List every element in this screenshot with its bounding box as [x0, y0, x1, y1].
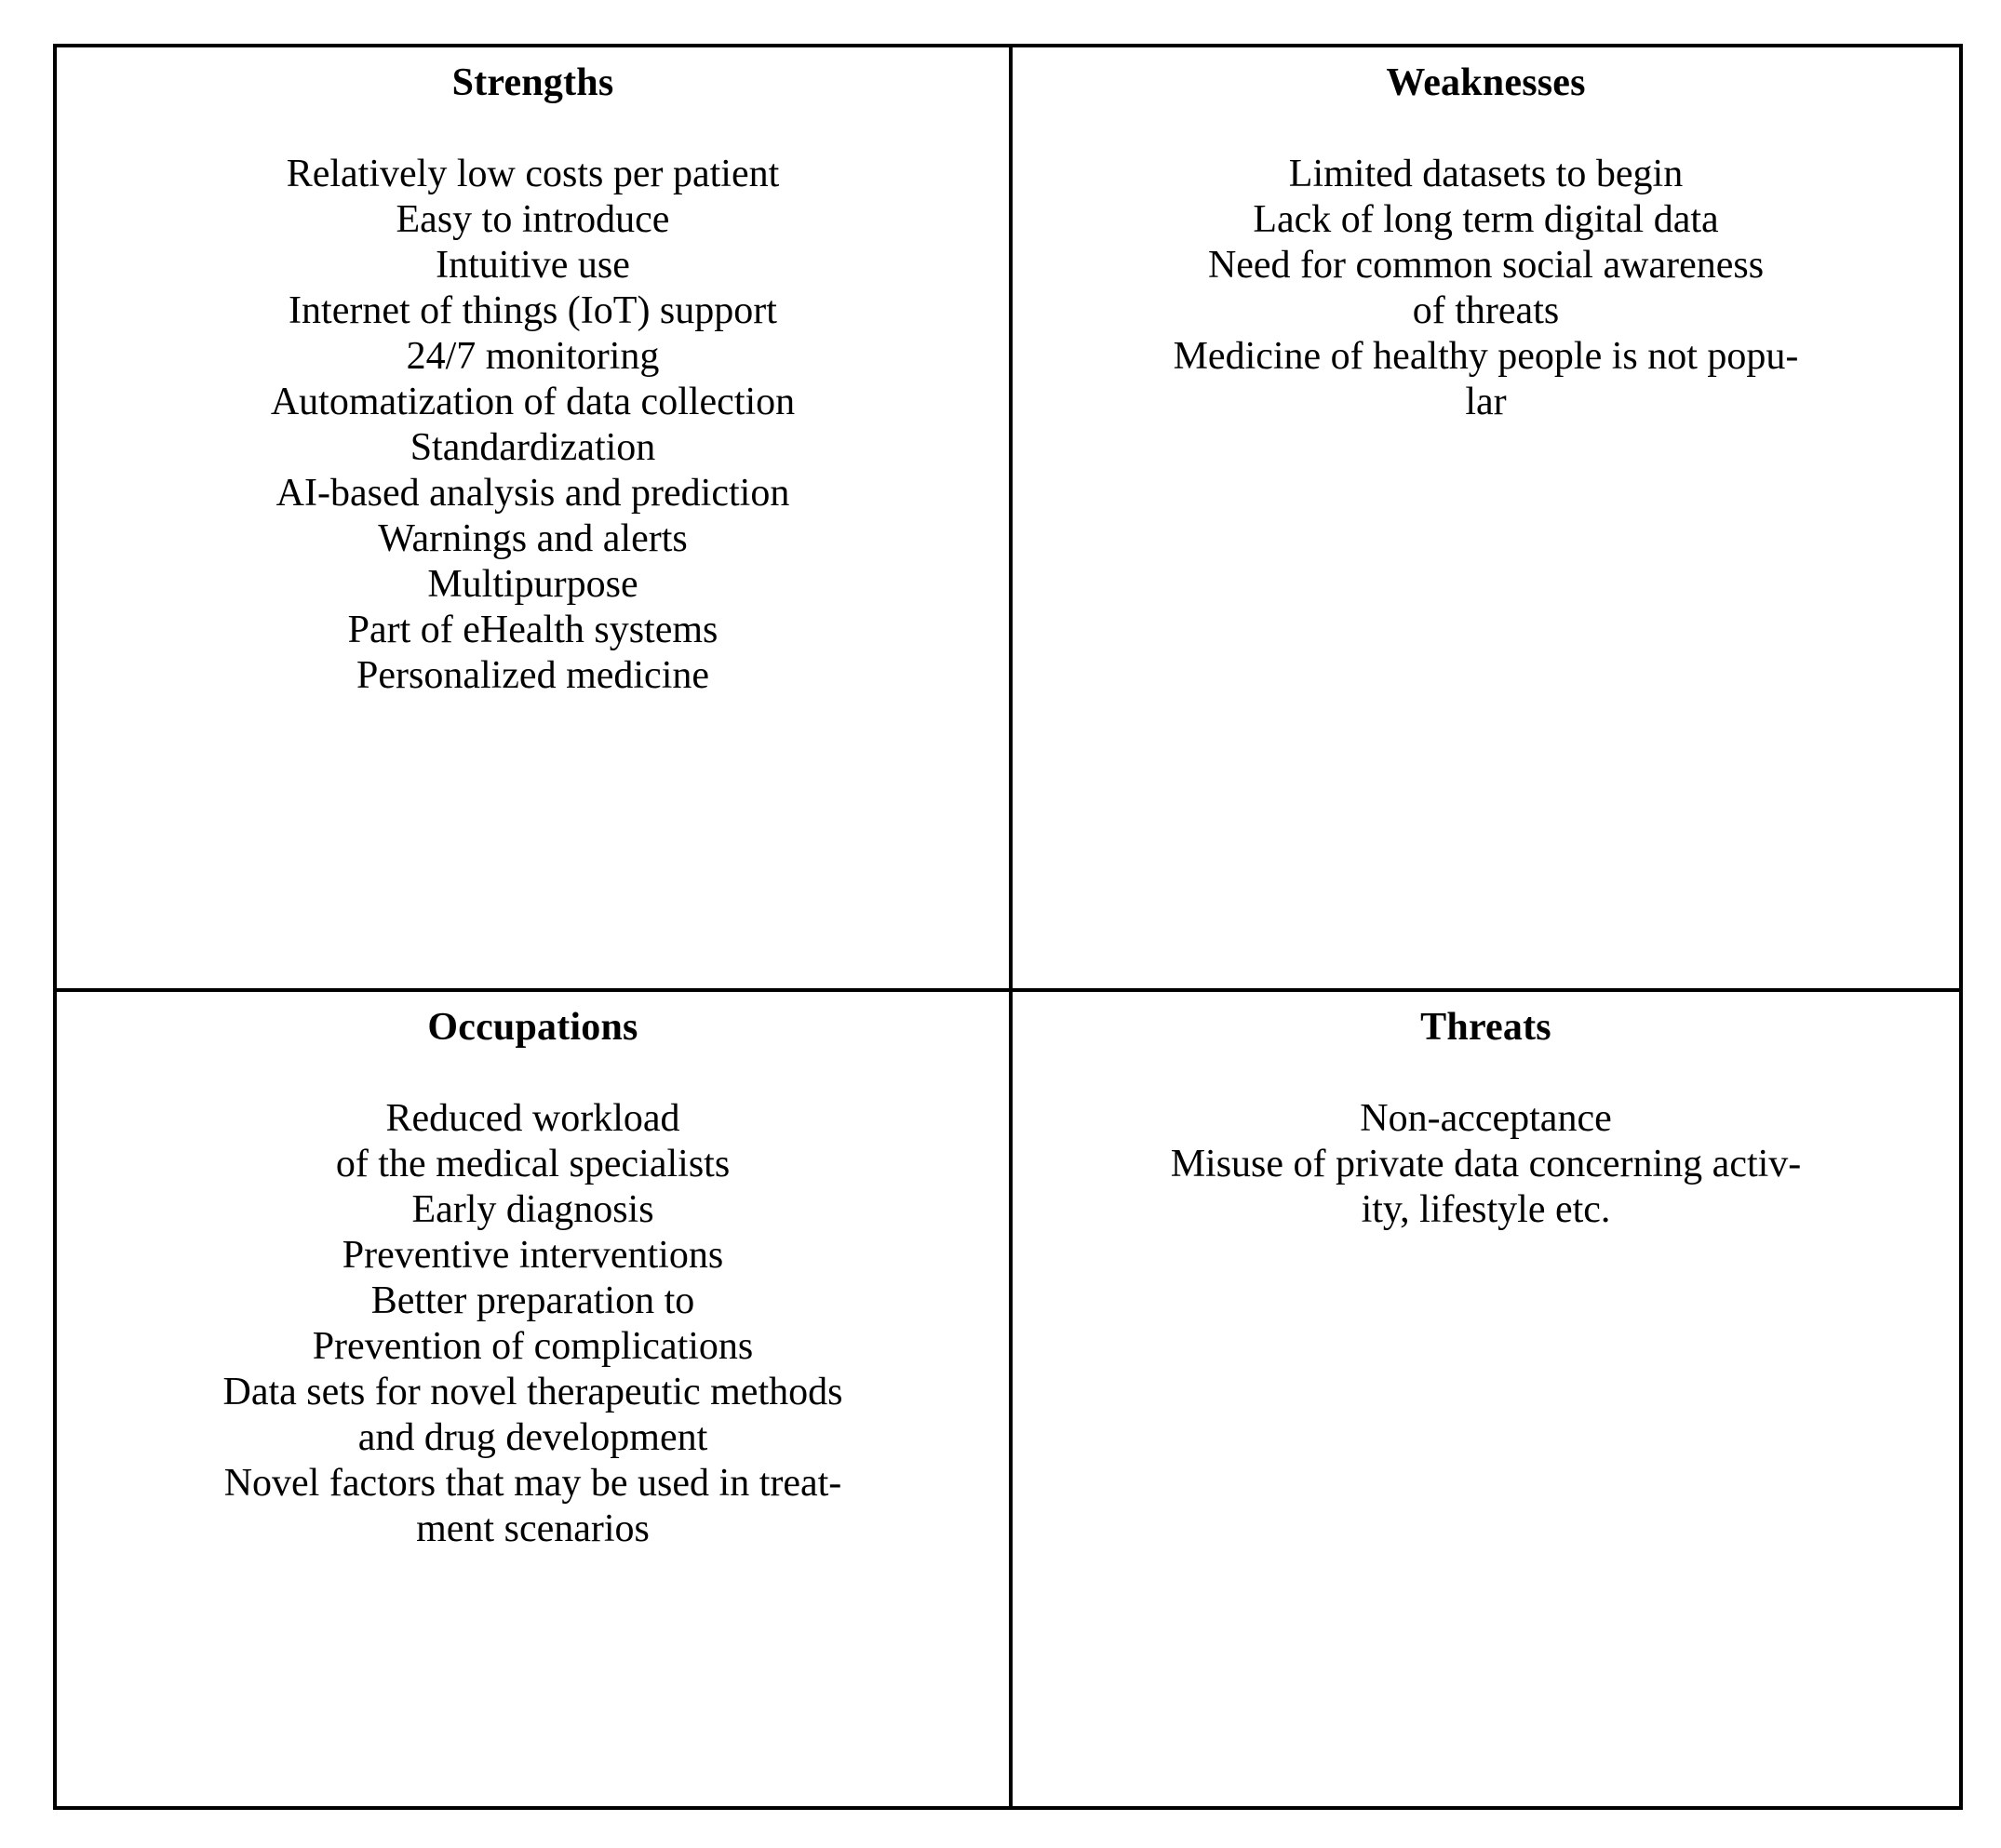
list-item: Reduced workload of the medical speciali…: [335, 1097, 731, 1185]
list-item: Better preparation to: [370, 1279, 695, 1322]
list-item: Prevention of complications: [312, 1325, 754, 1368]
list-item: Automatization of data collection: [270, 381, 796, 423]
strengths-list: Relatively low costs per patient Easy to…: [74, 152, 992, 699]
list-item: Medicine of healthy people is not popu- …: [1173, 335, 1799, 423]
list-item: Lack of long term digital data: [1253, 198, 1719, 241]
quadrant-threats: Threats Non-acceptance Misuse of private…: [1009, 988, 1963, 1810]
quadrant-occupations: Occupations Reduced workload of the medi…: [53, 988, 1013, 1810]
list-item: AI-based analysis and prediction: [275, 472, 790, 515]
quadrant-title-occupations: Occupations: [427, 1006, 638, 1049]
list-item: Internet of things (IoT) support: [289, 289, 777, 332]
title-spacer: [74, 106, 992, 152]
list-item: Multipurpose: [427, 563, 638, 606]
list-item: Novel factors that may be used in treat-…: [223, 1462, 842, 1550]
quadrant-title-weaknesses: Weaknesses: [1386, 61, 1586, 104]
list-item: Warnings and alerts: [378, 517, 688, 560]
list-item: Need for common social awareness of thre…: [1207, 244, 1765, 332]
list-item: Non-acceptance: [1360, 1097, 1612, 1140]
table-row-bottom: Occupations Reduced workload of the medi…: [53, 988, 1963, 1810]
list-item: Part of eHealth systems: [347, 609, 718, 651]
quadrant-title-strengths: Strengths: [451, 61, 614, 104]
list-item: Misuse of private data concerning activ-…: [1170, 1143, 1802, 1231]
list-item: Preventive interventions: [342, 1234, 724, 1277]
list-item: 24/7 monitoring: [406, 335, 660, 378]
list-item: Data sets for novel therapeutic methods …: [222, 1371, 843, 1459]
list-item: Limited datasets to begin: [1288, 153, 1684, 195]
quadrant-weaknesses: Weaknesses Limited datasets to begin Lac…: [1009, 44, 1963, 992]
threats-list: Non-acceptance Misuse of private data co…: [1029, 1096, 1942, 1233]
title-spacer: [1029, 106, 1942, 152]
swot-analysis-table: Strengths Relatively low costs per patie…: [53, 44, 1963, 1810]
occupations-list: Reduced workload of the medical speciali…: [74, 1096, 992, 1552]
table-row-top: Strengths Relatively low costs per patie…: [53, 44, 1963, 992]
list-item: Relatively low costs per patient: [286, 153, 780, 195]
list-item: Standardization: [410, 426, 656, 469]
list-item: Personalized medicine: [356, 654, 710, 697]
quadrant-title-threats: Threats: [1420, 1006, 1551, 1049]
list-item: Intuitive use: [436, 244, 630, 287]
quadrant-strengths: Strengths Relatively low costs per patie…: [53, 44, 1013, 992]
weaknesses-list: Limited datasets to begin Lack of long t…: [1029, 152, 1942, 425]
title-spacer: [1029, 1051, 1942, 1096]
list-item: Easy to introduce: [396, 198, 670, 241]
list-item: Early diagnosis: [411, 1188, 654, 1231]
title-spacer: [74, 1051, 992, 1096]
